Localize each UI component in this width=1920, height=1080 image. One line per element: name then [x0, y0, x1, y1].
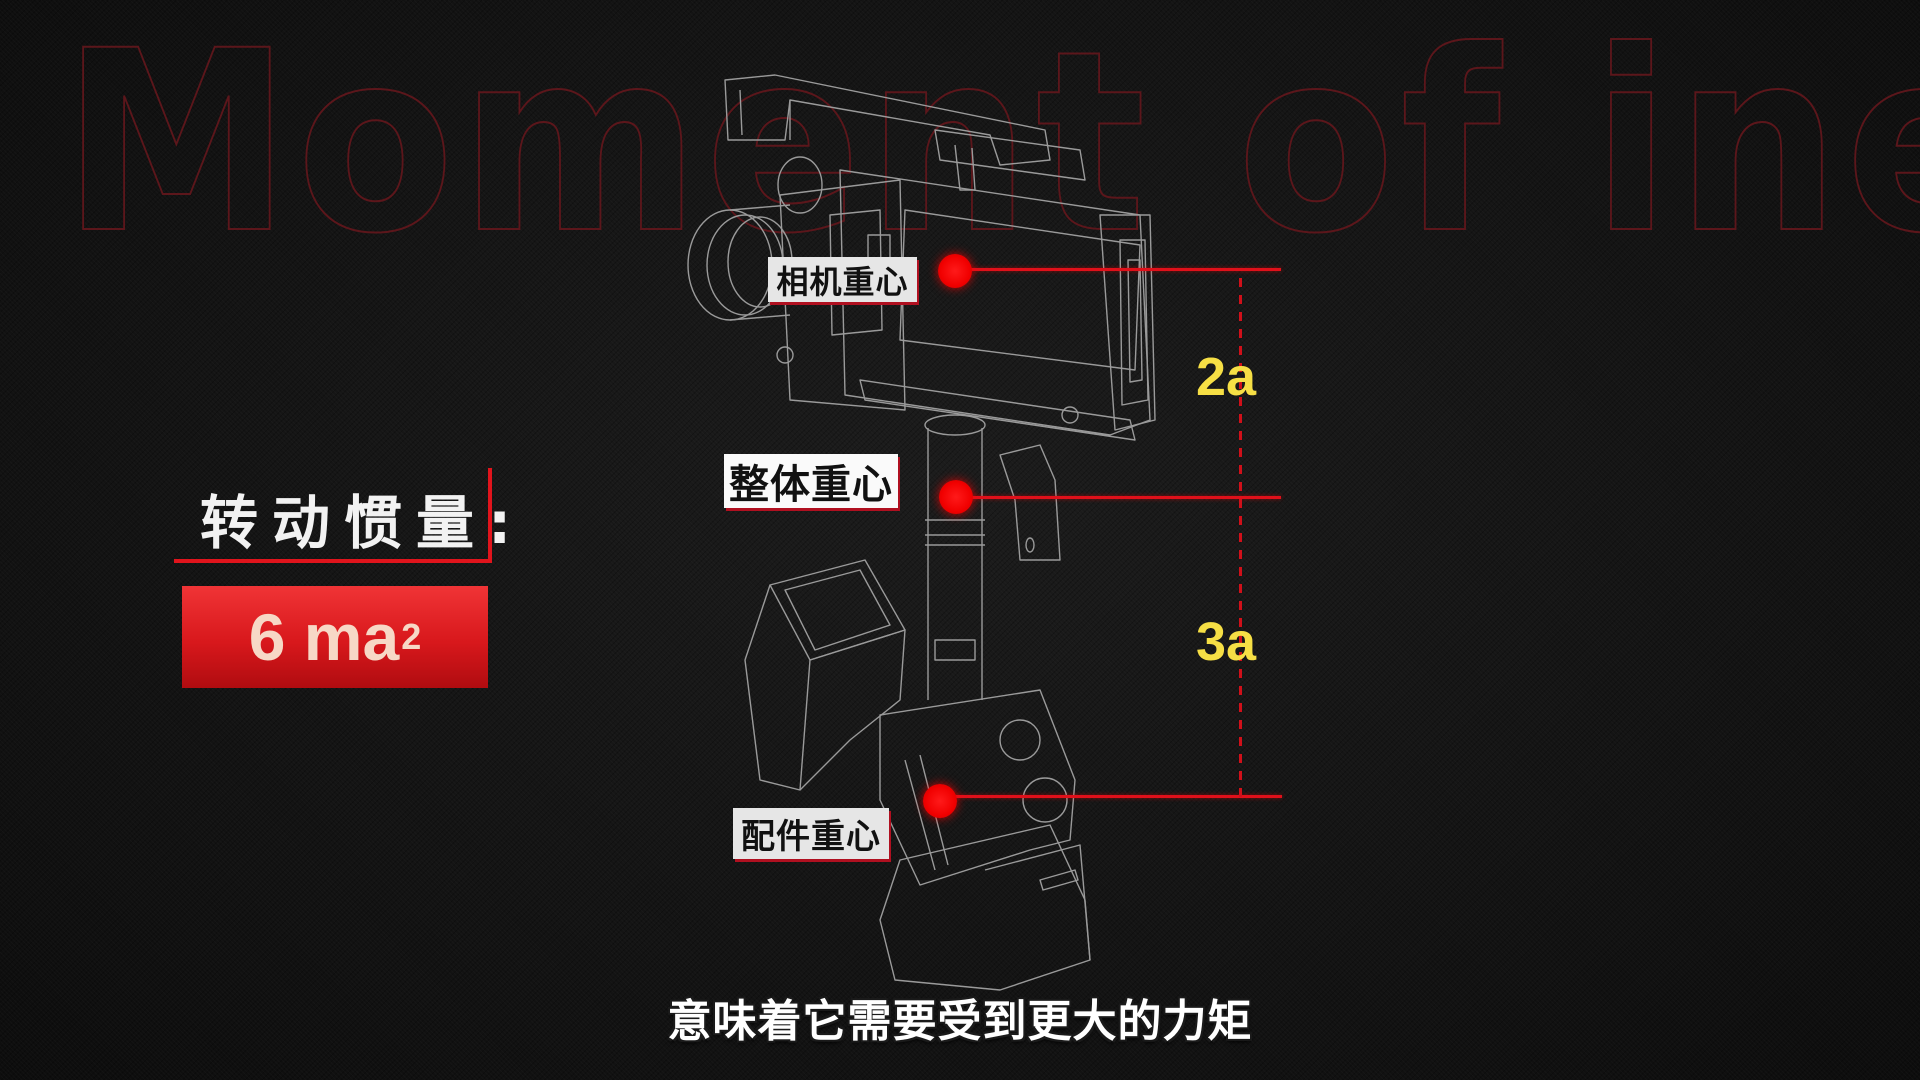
accessory-cg-line	[945, 795, 1282, 798]
label-side-line	[488, 468, 492, 563]
value-exponent: 2	[401, 616, 422, 657]
value-base: 6 ma	[248, 600, 400, 674]
dimension-label-3a: 3a	[1196, 612, 1257, 672]
accessory-cg-dot	[923, 784, 957, 818]
dimension-dashed-line	[1239, 278, 1242, 798]
label-underline	[174, 559, 492, 563]
overall-cg-dot	[939, 480, 973, 514]
camera-cg-dot	[938, 254, 972, 288]
overall-cg-label: 整体重心	[724, 454, 898, 508]
overall-cg-line	[960, 496, 1281, 499]
moment-of-inertia-label: 转动惯量:	[200, 489, 526, 557]
camera-cg-label: 相机重心	[768, 257, 917, 302]
camera-cg-line	[960, 268, 1281, 271]
accessory-cg-label: 配件重心	[733, 808, 889, 859]
video-subtitle: 意味着它需要受到更大的力矩	[667, 996, 1253, 1047]
background-title: Moment of inertia	[61, 0, 1920, 288]
dimension-label-2a: 2a	[1196, 347, 1257, 407]
